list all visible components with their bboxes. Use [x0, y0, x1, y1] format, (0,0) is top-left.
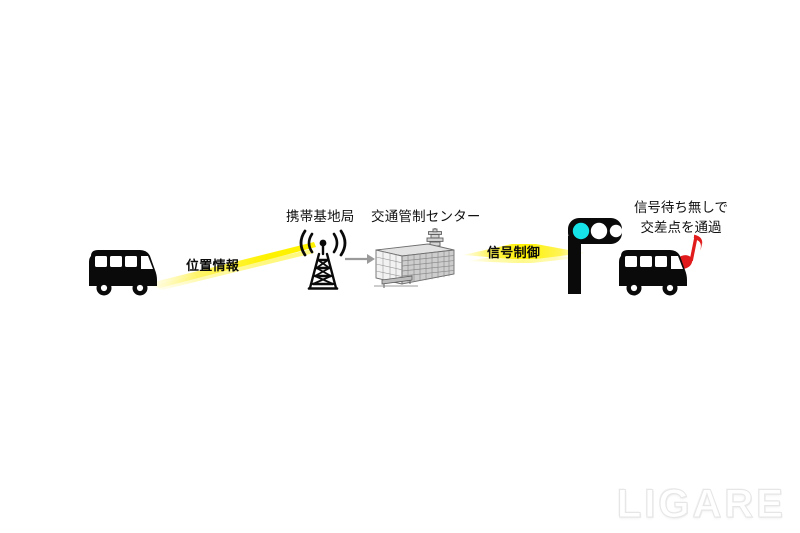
beam-shape-2 — [463, 244, 585, 263]
bus-icon-origin — [85, 248, 161, 298]
bus-glyph — [89, 250, 157, 296]
flow-label-location-info: 位置情報 — [186, 258, 240, 273]
callout-text: 信号待ち無しで 交差点を通過 — [629, 198, 733, 237]
beam-shape-1 — [150, 242, 316, 290]
control-center-label: 交通管制センター — [371, 209, 481, 224]
traffic-signal-icon — [561, 216, 623, 296]
bus-glyph — [619, 250, 687, 296]
flow-beam-location-info — [148, 236, 318, 292]
base-station-label: 携帯基地局 — [286, 209, 355, 224]
building-glyph — [374, 228, 455, 288]
cell-tower-glyph — [299, 229, 347, 290]
flow-beam-signal-control — [462, 236, 586, 276]
ligare-watermark: LIGARE — [616, 482, 786, 527]
callout-line-2: 交差点を通過 — [640, 219, 722, 235]
control-center-building-icon — [372, 228, 460, 290]
bus-icon-destination — [615, 248, 691, 298]
signal-lamp-right — [609, 224, 623, 238]
cell-tower-icon — [290, 228, 356, 292]
flow-label-signal-control: 信号制御 — [487, 245, 541, 260]
callout-line-1: 信号待ち無しで — [633, 200, 729, 215]
signal-lamp-lit — [572, 222, 590, 240]
arrow-right-icon — [345, 254, 375, 264]
traffic-signal-glyph — [568, 218, 623, 294]
flow-arrow-tower-to-center — [344, 251, 376, 267]
signal-lamp-middle — [590, 222, 608, 240]
